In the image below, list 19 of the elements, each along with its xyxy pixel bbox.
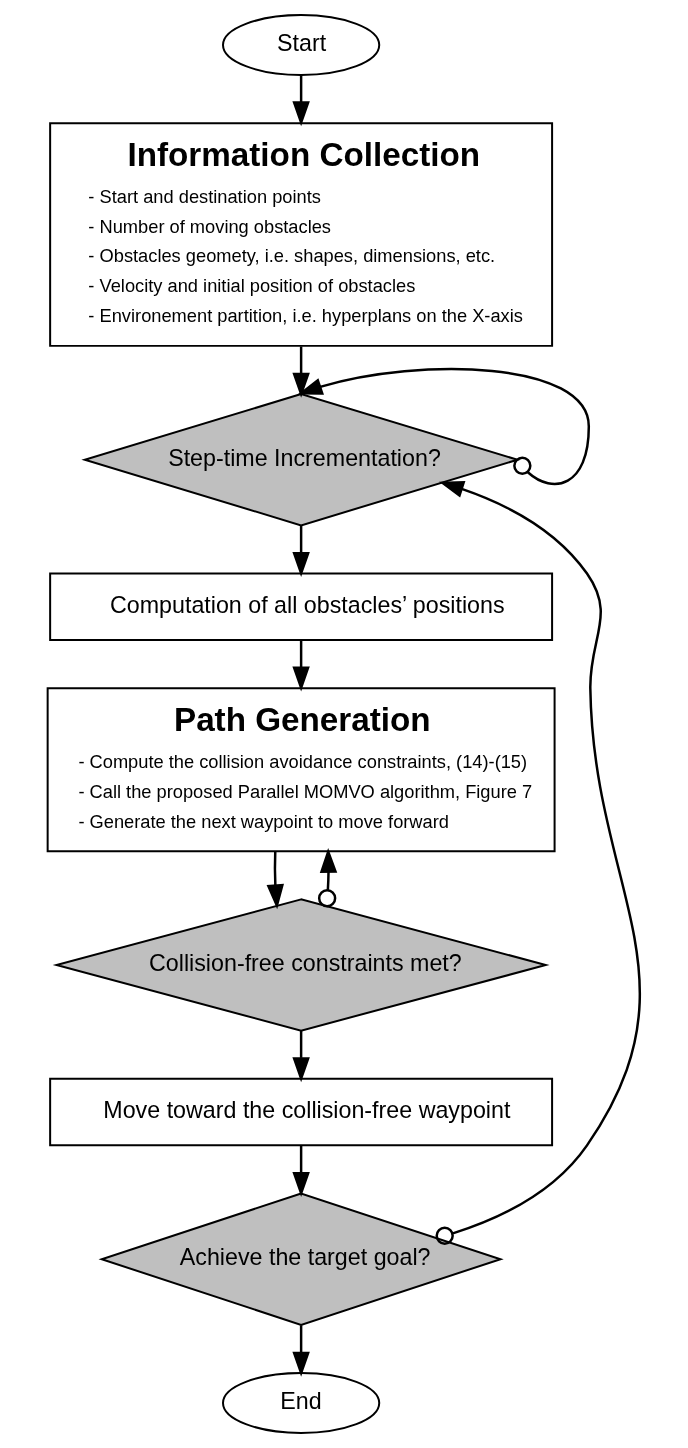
node-box: Path Generation - Compute the collision avoidance constraints, (14)-(15) - Call the proposed Parallel MOMVO algorithm, Figure 7 - Generate the next waypoint to move forward <box>46 687 556 853</box>
node-diamond: Collision-free constraints met? <box>52 898 550 1032</box>
arrow <box>292 1145 310 1198</box>
arrow <box>292 1031 310 1083</box>
node-diamond: Achieve the target goal? <box>98 1192 504 1326</box>
arrow <box>435 480 641 1245</box>
arrow <box>292 1325 310 1377</box>
node-box: Move toward the collision-free waypoint <box>49 1077 554 1147</box>
node-box: Computation of all obstacles’ positions <box>49 572 554 642</box>
node-box: Information Collection - Start and destination points - Number of moving obstacles - Obstacles geomety, i.e. shapes, dimensions, etc. - Velocity and initial position of obstacles - Environement partition, i.e. hyperplans on the X-axis <box>49 122 554 347</box>
arrow <box>297 367 591 486</box>
arrow <box>266 851 284 910</box>
arrow <box>292 74 310 127</box>
arrow <box>292 525 310 577</box>
node-ellipse: End <box>222 1372 381 1434</box>
arrow <box>292 640 310 692</box>
arrow <box>317 847 338 908</box>
arrow <box>292 346 310 398</box>
node-ellipse: Start <box>222 14 381 76</box>
